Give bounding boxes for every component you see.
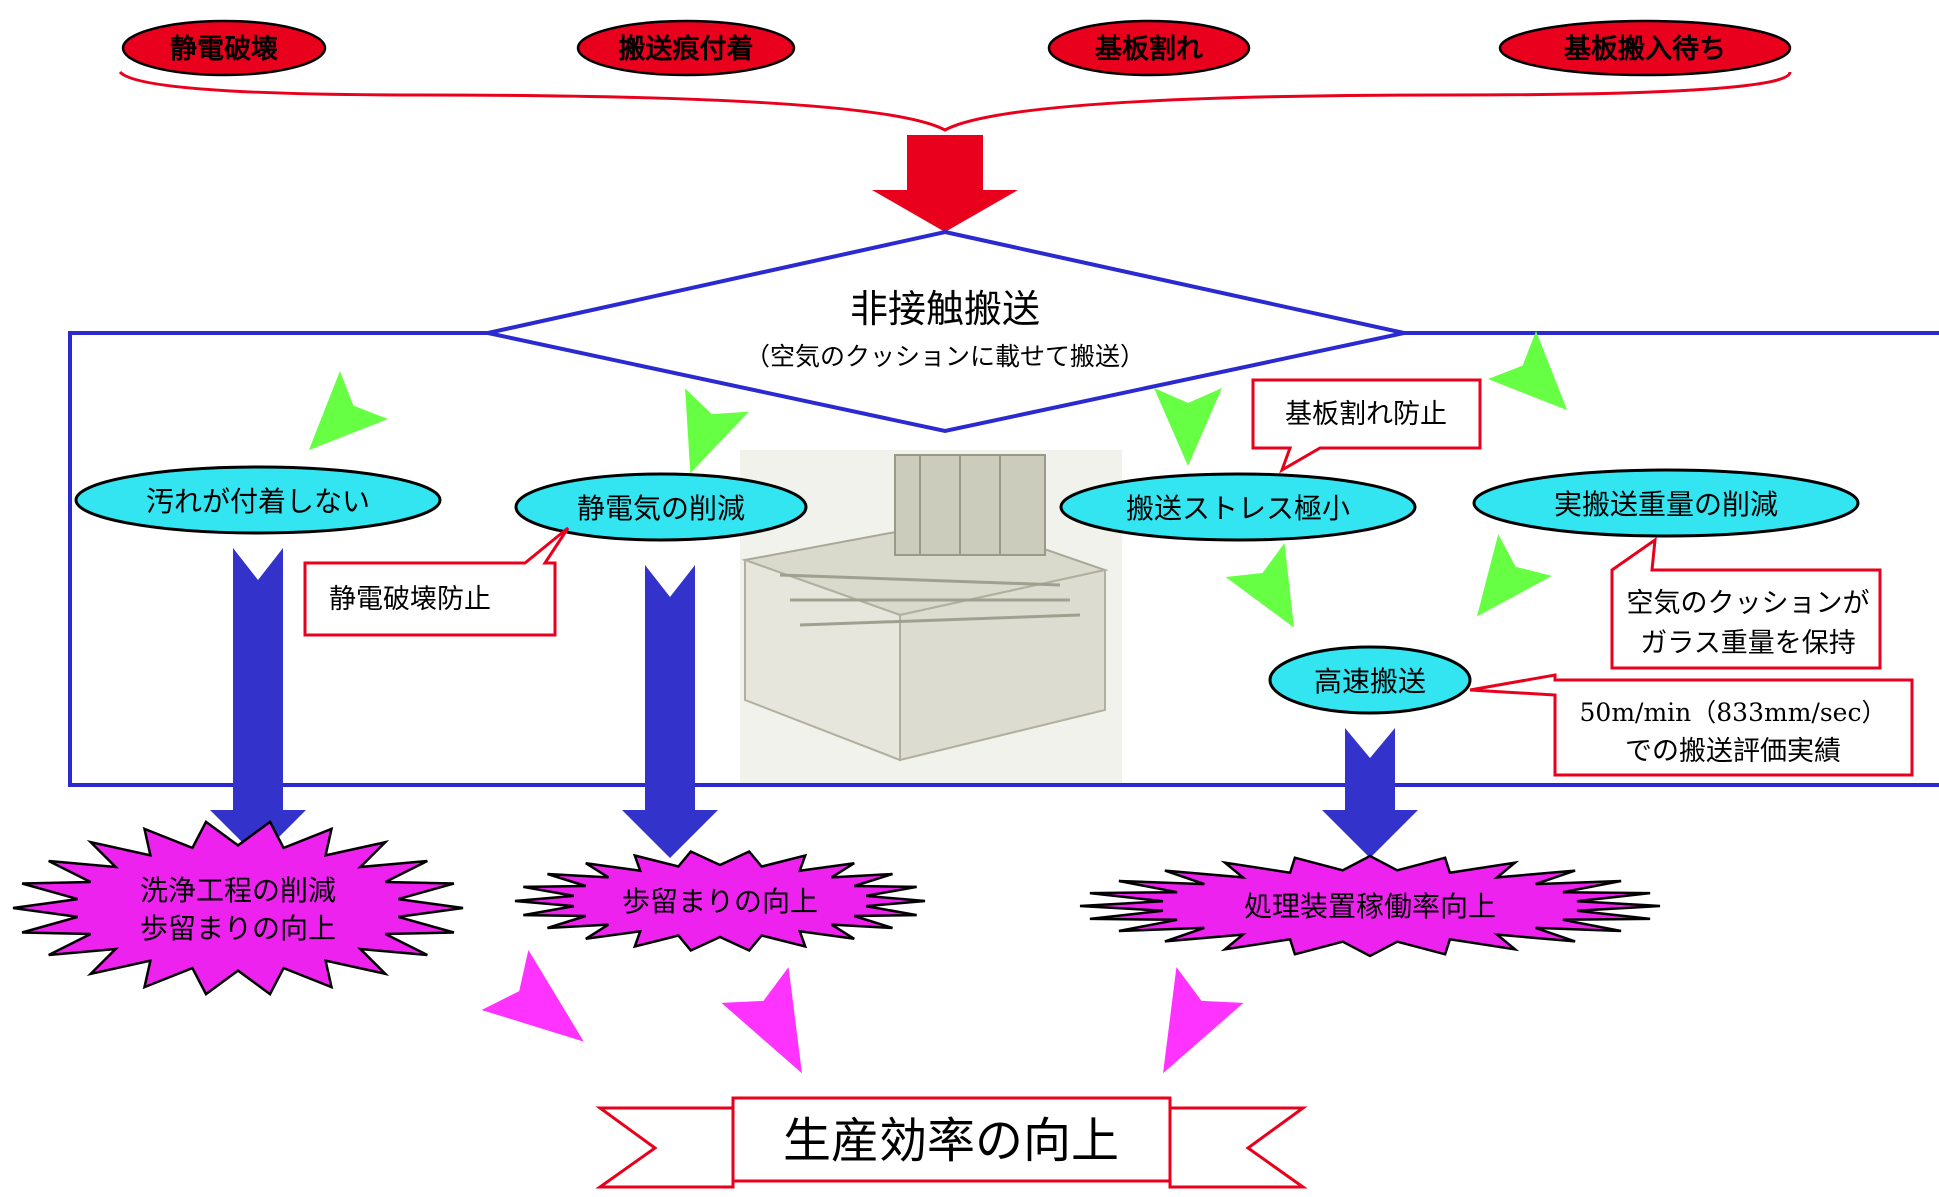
callout-text: 50m/min（833mm/sec） [1580, 698, 1887, 727]
center-diamond [487, 229, 1405, 434]
goal-ribbon: 生産効率の向上 [595, 1096, 1308, 1189]
machine-upper-frame [894, 454, 1046, 556]
problem-ellipse [576, 19, 796, 77]
callout-text: 基板割れ防止 [1285, 399, 1447, 430]
green-arrow [1225, 543, 1294, 628]
callout-text: 空気のクッションが [1627, 588, 1870, 619]
callout-text: ガラス重量を保持 [1640, 628, 1855, 659]
blue-frame [68, 331, 1939, 787]
callout-text: での搬送評価実績 [1625, 736, 1841, 767]
effect-item-2: 静電気の削減 [514, 472, 808, 542]
effect-item-1: 汚れが付着しない [74, 465, 442, 535]
result-item-2: 歩留まりの向上 [514, 849, 926, 953]
effect-ellipse [1472, 468, 1860, 538]
blue-arrow [1322, 728, 1418, 858]
problem-ellipse [1498, 19, 1792, 77]
result-starburst [514, 849, 926, 953]
machine-rail [799, 613, 1081, 627]
problem-label: 静電破壊 [170, 34, 278, 65]
result-starburst [12, 820, 464, 996]
problem-label: 基板割れ [1095, 33, 1203, 65]
ribbon-left-tail [595, 1106, 735, 1189]
magenta-arrow [1163, 967, 1244, 1074]
results-group: 洗浄工程の削減 歩留まりの向上 歩留まりの向上 処理装置稼働率向上 [12, 820, 1661, 996]
result-item-3: 処理装置稼働率向上 [1079, 854, 1661, 958]
problem-ellipse [1047, 19, 1251, 77]
green-arrow [1476, 534, 1552, 617]
effect-group: 汚れが付着しない 静電気の削減 搬送ストレス極小 実搬送重量の削減 高速搬送 [74, 465, 1860, 715]
effect-ellipse [514, 472, 808, 542]
callout-text: 静電破壊防止 [329, 584, 491, 615]
problem-group: 静電破壊 搬送痕付着 基板割れ 基板搬入待ち [118, 19, 1792, 132]
blue-arrow [210, 548, 306, 858]
problem-item-4: 基板搬入待ち [1498, 19, 1792, 77]
callout-crack-prevention: 基板割れ防止 [1251, 378, 1482, 474]
result-item-1: 洗浄工程の削減 歩留まりの向上 [12, 820, 464, 996]
blue-arrows [210, 548, 1418, 858]
blue-arrow [622, 565, 718, 858]
center-subtitle: （空気のクッションに載せて搬送） [745, 342, 1145, 371]
problem-item-1: 静電破壊 [121, 19, 327, 77]
problem-ellipse [121, 19, 327, 77]
effect-label: 汚れが付着しない [146, 485, 370, 518]
effect-label: 実搬送重量の削減 [1554, 488, 1778, 521]
effect-label: 高速搬送 [1314, 665, 1426, 698]
result-starburst [1079, 854, 1661, 958]
magenta-arrow [721, 967, 802, 1074]
callout-box [1251, 378, 1482, 474]
effect-label: 静電気の削減 [577, 492, 745, 525]
result-label: 歩留まりの向上 [140, 912, 336, 945]
effect-ellipse [74, 465, 442, 535]
problem-item-2: 搬送痕付着 [576, 19, 796, 77]
magenta-arrows [481, 950, 1244, 1074]
result-label: 歩留まりの向上 [622, 885, 818, 918]
problem-label: 基板搬入待ち [1564, 33, 1726, 65]
machine-rail [779, 573, 1061, 587]
problem-label: 搬送痕付着 [619, 33, 754, 65]
ribbon-right-tail [1168, 1106, 1308, 1189]
green-arrows [308, 330, 1568, 628]
problem-item-3: 基板割れ [1047, 19, 1251, 77]
effect-ellipse [1059, 472, 1417, 542]
callout-static-prevention: 静電破壊防止 [303, 526, 570, 637]
effect-ellipse [1268, 645, 1472, 715]
effect-item-4: 実搬送重量の削減 [1472, 468, 1860, 538]
effect-item-3: 搬送ストレス極小 [1059, 472, 1417, 542]
red-down-arrow [872, 135, 1018, 232]
goal-label: 生産効率の向上 [783, 1113, 1119, 1169]
callout-speed: 50m/min（833mm/sec） での搬送評価実績 [1469, 673, 1914, 777]
green-arrow [1487, 330, 1568, 411]
callout-box [303, 526, 570, 637]
result-label: 処理装置稼働率向上 [1244, 890, 1496, 923]
green-arrow [308, 370, 389, 451]
center-title: 非接触搬送 [850, 287, 1040, 331]
problem-bracket-line [118, 70, 1792, 132]
green-arrow [1154, 388, 1222, 466]
callout-box [1469, 673, 1914, 777]
magenta-arrow [481, 950, 584, 1042]
callout-cushion: 空気のクッションが ガラス重量を保持 [1610, 536, 1882, 670]
effect-item-5: 高速搬送 [1268, 645, 1472, 715]
goal-box [731, 1096, 1172, 1183]
callout-box [1610, 536, 1882, 670]
effect-label: 搬送ストレス極小 [1126, 492, 1350, 525]
result-label: 洗浄工程の削減 [140, 874, 336, 907]
green-arrow [685, 388, 749, 474]
